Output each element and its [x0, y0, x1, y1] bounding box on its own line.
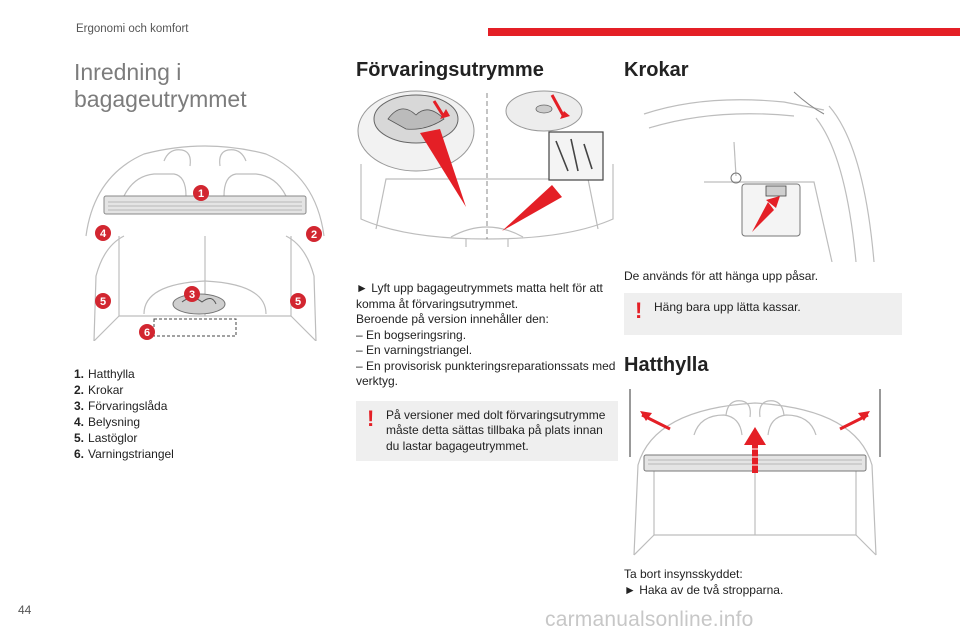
- column-storage: Förvaringsutrymme ► Lyft upp bagageutrym…: [356, 56, 618, 461]
- storage-item: – En varningstriangel.: [356, 343, 473, 357]
- legend-item: 2.Krokar: [74, 383, 124, 397]
- watermark: carmanualsonline.info: [545, 608, 754, 631]
- legend-item: 3.Förvaringslåda: [74, 399, 168, 413]
- legend-item: 1.Hatthylla: [74, 367, 135, 381]
- callout-5-left: 5: [100, 296, 106, 308]
- header-accent-bar: [488, 28, 960, 36]
- callout-5-right: 5: [295, 296, 301, 308]
- legend-item: 4.Belysning: [74, 415, 141, 429]
- page-title: Inredning i bagageutrymmet: [74, 59, 247, 112]
- storage-contents-intro: Beroende på version innehåller den:: [356, 312, 549, 326]
- section-title-storage: Förvaringsutrymme: [356, 59, 544, 81]
- storage-item: – En provisorisk punkteringsreparationss…: [356, 358, 616, 389]
- legend-list: 1.Hatthylla 2.Krokar 3.Förvaringslåda 4.…: [74, 366, 336, 462]
- page-number: 44: [18, 603, 32, 617]
- callout-4: 4: [100, 228, 107, 240]
- callout-1: 1: [198, 188, 204, 200]
- section-title-hooks: Krokar: [624, 59, 689, 81]
- storage-warning-note: ! På versioner med dolt förvaringsutrymm…: [356, 400, 618, 461]
- trunk-interior-figure: 1 2 3 4 5 5 6: [85, 145, 325, 341]
- callout-3: 3: [189, 289, 195, 301]
- section-header: Ergonomi och komfort: [76, 23, 189, 35]
- legend-item: 5.Lastöglor: [74, 431, 138, 445]
- parcel-shelf-figure: [629, 389, 881, 556]
- callout-6: 6: [144, 327, 150, 339]
- shelf-instruction-step: ► Haka av de två stropparna.: [624, 582, 784, 597]
- shelf-instruction-intro: Ta bort insynsskyddet:: [624, 567, 743, 581]
- callout-2: 2: [311, 229, 317, 241]
- storage-figure: [357, 90, 614, 247]
- hooks-warning-note: ! Häng bara upp lätta kassar.: [624, 292, 902, 335]
- warning-icon: !: [635, 297, 643, 323]
- section-title-shelf: Hatthylla: [624, 354, 709, 376]
- storage-warning-text: På versioner med dolt förvaringsutrymme …: [386, 407, 606, 453]
- hooks-description: De används för att hänga upp påsar.: [624, 269, 819, 283]
- column-hooks-shelf: Krokar De används för att hänga upp påsa…: [624, 56, 902, 598]
- storage-instruction: ► Lyft upp bagageutrymmets matta helt fö…: [356, 281, 603, 311]
- column-interior: Inredning i bagageutrymmet: [74, 56, 336, 462]
- hooks-warning-text: Häng bara upp lätta kassar.: [654, 299, 801, 314]
- legend-item: 6.Varningstriangel: [74, 447, 174, 461]
- storage-item: – En bogseringsring.: [356, 327, 467, 342]
- hooks-figure: [643, 91, 875, 262]
- warning-icon: !: [367, 405, 375, 431]
